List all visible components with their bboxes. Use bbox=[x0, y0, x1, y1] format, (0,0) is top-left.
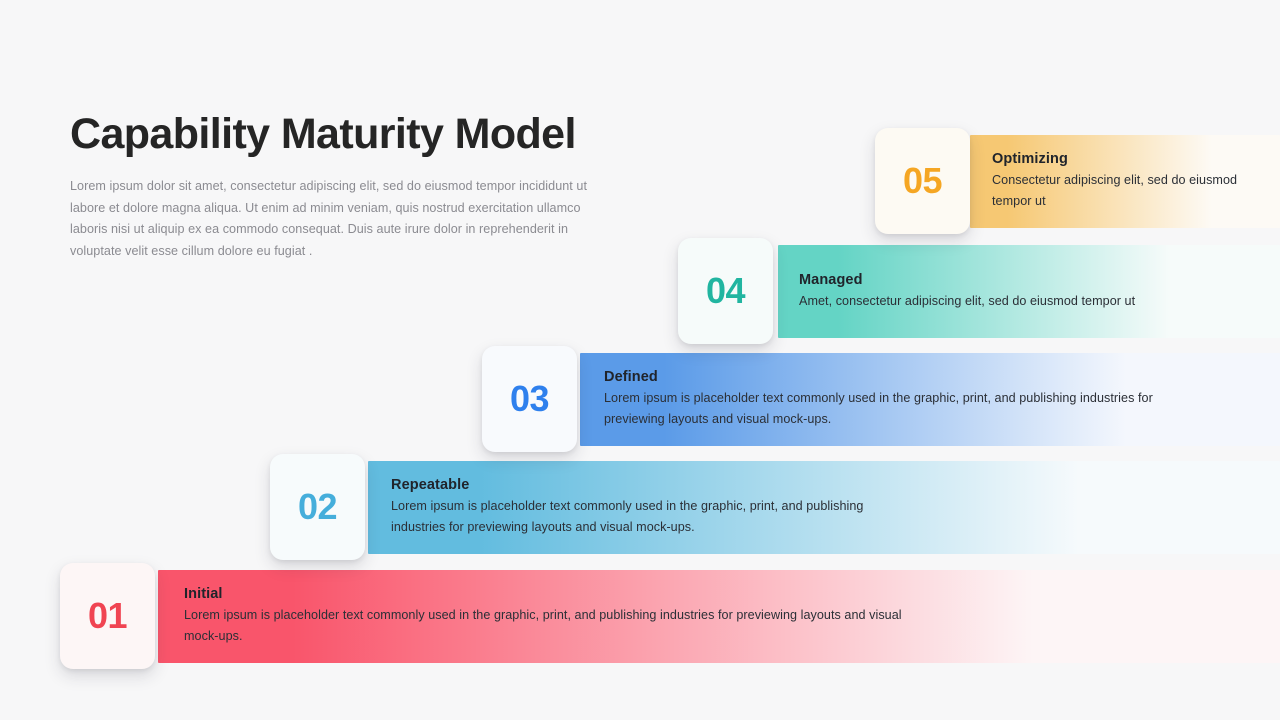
level-bar-04 bbox=[778, 245, 1280, 338]
level-number-05: 05 bbox=[902, 160, 943, 201]
level-number-card-04[interactable]: 04 bbox=[678, 238, 773, 344]
page-subtitle: Lorem ipsum dolor sit amet, consectetur … bbox=[70, 179, 588, 258]
level-number-03: 03 bbox=[509, 378, 550, 419]
maturity-level-row-02[interactable]: Repeatable Lorem ipsum is placeholder te… bbox=[270, 454, 1280, 560]
page-title: Capability Maturity Model bbox=[70, 110, 576, 158]
level-number-02: 02 bbox=[297, 486, 338, 527]
heading-block: Capability Maturity Model Lorem ipsum do… bbox=[70, 110, 595, 262]
level-title-03: Defined bbox=[604, 369, 658, 385]
level-title-05: Optimizing bbox=[992, 151, 1068, 167]
level-description-03: Lorem ipsum is placeholder text commonly… bbox=[604, 391, 1153, 426]
maturity-level-row-01[interactable]: Initial Lorem ipsum is placeholder text … bbox=[60, 563, 1280, 669]
level-title-04: Managed bbox=[799, 271, 863, 288]
level-number-card-05[interactable]: 05 bbox=[875, 128, 970, 234]
level-text-04: Managed Amet, consectetur adipiscing eli… bbox=[799, 245, 1159, 338]
level-number-04: 04 bbox=[705, 270, 746, 311]
level-text-02: Repeatable Lorem ipsum is placeholder te… bbox=[391, 461, 891, 554]
level-text-01: Initial Lorem ipsum is placeholder text … bbox=[184, 570, 924, 663]
level-bar-05 bbox=[970, 135, 1280, 228]
level-description-01: Lorem ipsum is placeholder text commonly… bbox=[184, 608, 902, 643]
level-text-03: Defined Lorem ipsum is placeholder text … bbox=[604, 353, 1184, 446]
level-bar-02 bbox=[368, 461, 1280, 554]
maturity-level-row-03[interactable]: Defined Lorem ipsum is placeholder text … bbox=[482, 346, 1280, 452]
level-number-card-01[interactable]: 01 bbox=[60, 563, 155, 669]
level-number-01: 01 bbox=[87, 595, 128, 636]
maturity-level-row-05[interactable]: Optimizing Consectetur adipiscing elit, … bbox=[875, 128, 1280, 234]
level-description-05: Consectetur adipiscing elit, sed do eius… bbox=[992, 173, 1238, 208]
level-number-card-03[interactable]: 03 bbox=[482, 346, 577, 452]
level-description-02: Lorem ipsum is placeholder text commonly… bbox=[391, 499, 864, 534]
level-bar-03 bbox=[580, 353, 1280, 446]
level-number-card-02[interactable]: 02 bbox=[270, 454, 365, 560]
level-text-05: Optimizing Consectetur adipiscing elit, … bbox=[992, 135, 1242, 228]
level-title-02: Repeatable bbox=[391, 477, 470, 493]
maturity-level-row-04[interactable]: Managed Amet, consectetur adipiscing eli… bbox=[678, 238, 1280, 344]
level-description-04: Amet, consectetur adipiscing elit, sed d… bbox=[799, 293, 1136, 308]
level-bar-01 bbox=[158, 570, 1280, 663]
level-title-01: Initial bbox=[184, 586, 223, 602]
